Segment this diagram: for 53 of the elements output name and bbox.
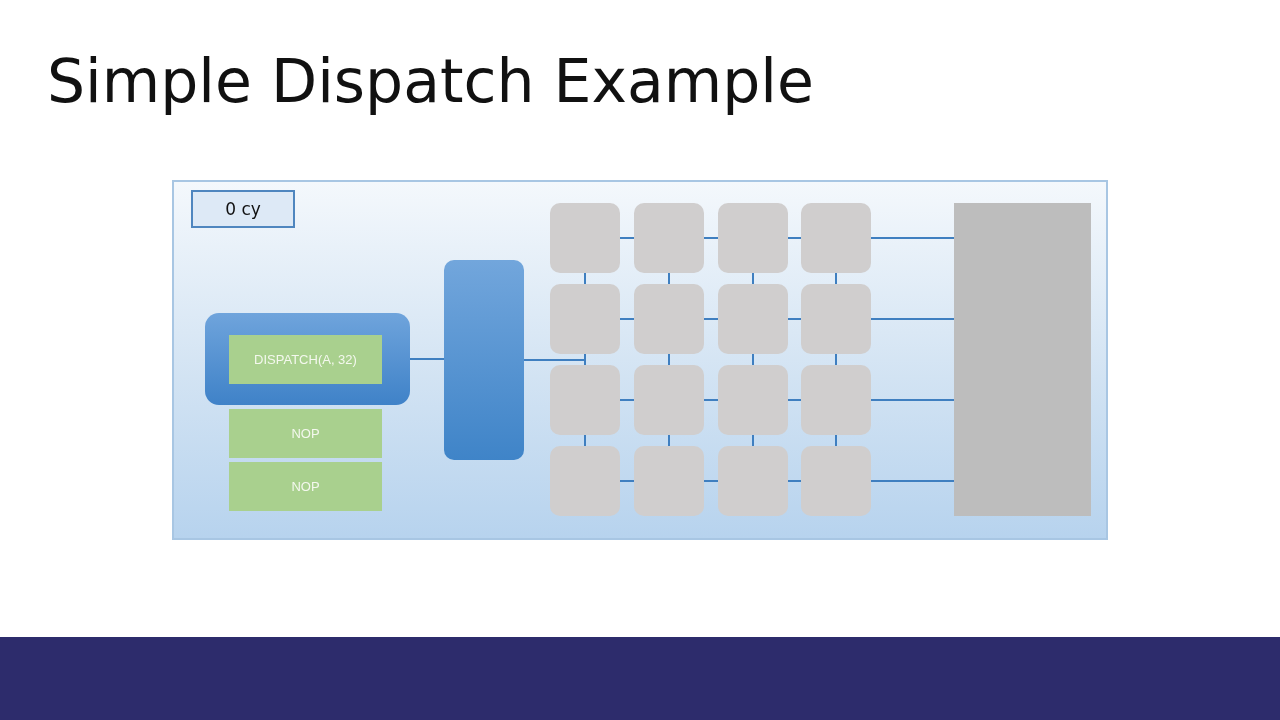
compute-unit-tile	[634, 365, 704, 435]
command-box: DISPATCH(A, 32)	[229, 335, 382, 384]
compute-unit-tile	[634, 284, 704, 354]
compute-unit-tile	[718, 365, 788, 435]
connector-line	[787, 237, 802, 239]
compute-unit-tile	[550, 203, 620, 273]
connector-line	[668, 272, 670, 285]
connector-line	[870, 399, 955, 401]
connector-line	[787, 399, 802, 401]
connector-line	[787, 480, 802, 482]
compute-unit-tile	[550, 284, 620, 354]
connector-line	[409, 358, 445, 360]
compute-unit-tile	[550, 365, 620, 435]
compute-unit-tile	[801, 203, 871, 273]
compute-unit-tile	[718, 446, 788, 516]
connector-line	[703, 237, 719, 239]
connector-line	[870, 237, 955, 239]
compute-unit-tile	[801, 446, 871, 516]
connector-line	[619, 399, 635, 401]
command-box: NOP	[229, 462, 382, 511]
connector-line	[584, 272, 586, 285]
connector-line	[835, 434, 837, 447]
connector-line	[619, 318, 635, 320]
connector-line	[835, 353, 837, 366]
connector-line	[703, 480, 719, 482]
connector-line	[703, 318, 719, 320]
connector-line	[870, 318, 955, 320]
connector-line	[870, 480, 955, 482]
connector-line	[835, 272, 837, 285]
cycle-counter-box: 0 cy	[191, 190, 295, 228]
diagram-panel	[172, 180, 1108, 540]
connector-line	[668, 353, 670, 366]
dispatcher-bar	[444, 260, 524, 460]
compute-unit-tile	[718, 284, 788, 354]
compute-unit-tile	[550, 446, 620, 516]
connector-line	[584, 434, 586, 447]
connector-line	[752, 272, 754, 285]
connector-line	[668, 434, 670, 447]
compute-unit-tile	[634, 446, 704, 516]
compute-unit-tile	[801, 365, 871, 435]
slide-title: Simple Dispatch Example	[47, 46, 814, 116]
connector-line	[619, 480, 635, 482]
connector-line	[787, 318, 802, 320]
connector-line	[752, 434, 754, 447]
connector-line	[752, 353, 754, 366]
command-processor-box	[205, 313, 410, 405]
cache-block	[954, 203, 1091, 516]
compute-unit-tile	[801, 284, 871, 354]
compute-unit-tile	[634, 203, 704, 273]
compute-unit-tile	[718, 203, 788, 273]
connector-line	[619, 237, 635, 239]
connector-line	[703, 399, 719, 401]
command-box: NOP	[229, 409, 382, 458]
